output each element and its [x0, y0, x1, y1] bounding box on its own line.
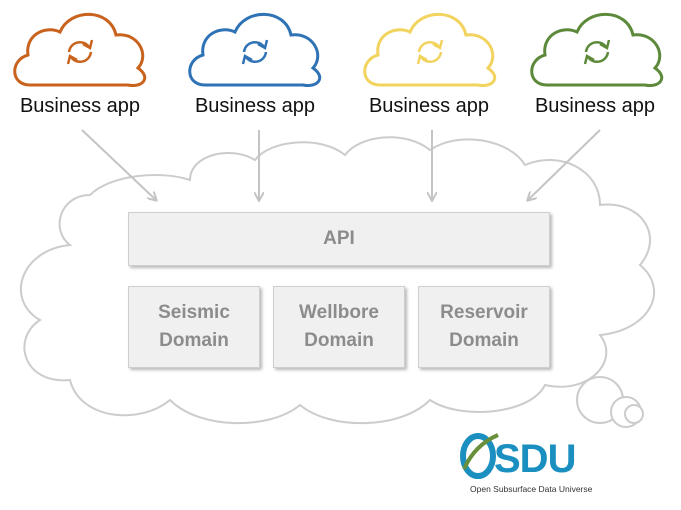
arrow-app-4 — [528, 129, 601, 200]
wellbore-domain-line1: Wellbore — [299, 302, 379, 323]
seismic-domain-box: Seismic Domain — [128, 286, 260, 368]
app-cloud-2 — [188, 12, 322, 88]
sync-icon — [583, 39, 611, 65]
platform-cloud — [20, 136, 656, 428]
app-cloud-4 — [530, 12, 664, 88]
app-label-4: Business app — [534, 95, 656, 117]
arrow-app-1 — [81, 129, 156, 200]
app-label-2: Business app — [194, 95, 316, 117]
osdu-logo-text: SDU — [494, 437, 576, 481]
app-label-3: Business app — [368, 95, 490, 117]
sync-icon — [241, 39, 269, 65]
app-cloud-3 — [363, 12, 497, 88]
app-cloud-1 — [13, 12, 147, 88]
connector-arrows — [81, 129, 601, 200]
sync-icon — [416, 39, 444, 65]
sync-icon — [66, 39, 94, 65]
wellbore-domain-line2: Domain — [304, 330, 374, 351]
seismic-domain-line1: Seismic — [158, 302, 230, 323]
osdu-tagline: Open Subsurface Data Universe — [470, 484, 593, 494]
api-box: API — [128, 212, 550, 266]
reservoir-domain-line1: Reservoir — [440, 302, 528, 323]
seismic-domain-line2: Domain — [159, 330, 229, 351]
reservoir-domain-box: Reservoir Domain — [418, 286, 550, 368]
wellbore-domain-box: Wellbore Domain — [273, 286, 405, 368]
app-label-1: Business app — [19, 95, 141, 117]
reservoir-domain-line2: Domain — [449, 330, 519, 351]
osdu-logo-mark — [460, 433, 499, 479]
